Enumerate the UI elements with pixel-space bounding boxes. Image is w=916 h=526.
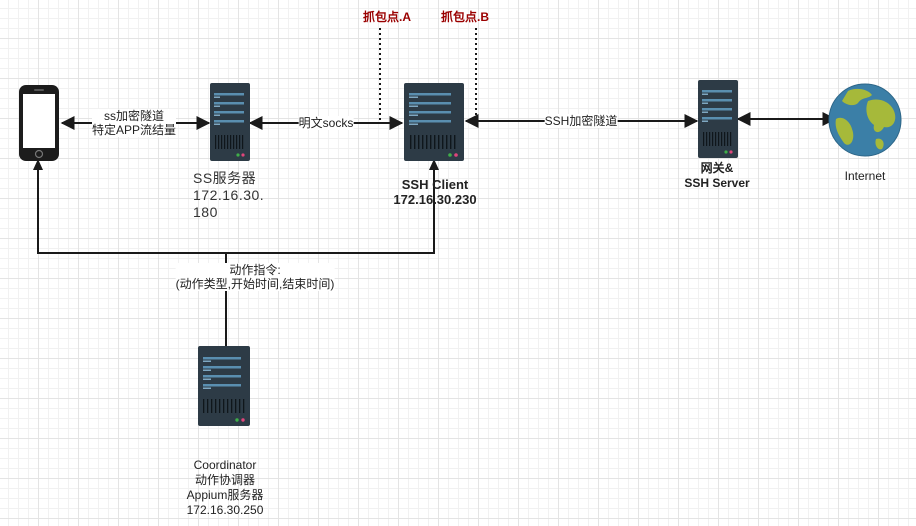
- arrowhead-to-sshclient: [429, 159, 439, 170]
- ssh-server-icon: [698, 80, 738, 163]
- ssh-server-label: 网关& SSH Server: [684, 161, 749, 191]
- smartphone-icon: [18, 84, 60, 167]
- arrowhead-to-phone: [33, 159, 43, 170]
- capture-point-b: 抓包点.B: [440, 10, 490, 24]
- edge-coordinator-branch: [37, 162, 435, 254]
- edge-label-ss-sshclient: 明文socks: [298, 116, 354, 130]
- ssh-server-line2: SSH Server: [684, 176, 750, 190]
- edge-label-sshclient-sshserver: SSH加密隧道: [544, 114, 618, 128]
- ss-server-ip-line1: 172.16.30.: [193, 187, 265, 203]
- coordinator-server-icon: [198, 346, 250, 431]
- edge-label-phone-ss: ss加密隧道 特定APP流结量: [91, 109, 177, 137]
- ssh-client-ip: 172.16.30.230: [393, 192, 477, 207]
- coordinator-line1: Coordinator: [193, 458, 257, 472]
- ssh-client-name: SSH Client: [401, 177, 469, 192]
- coordinator-line3: Appium服务器: [186, 488, 264, 502]
- ss-server-label: SS服务器 172.16.30. 180: [193, 170, 264, 221]
- internet-label: Internet: [844, 169, 886, 183]
- ssh-client-icon: [404, 83, 464, 166]
- ssh-client-label: SSH Client 172.16.30.230: [393, 177, 476, 207]
- ss-server-name: SS服务器: [193, 170, 257, 186]
- globe-icon: [828, 83, 902, 162]
- edge-label-cmd-line1: 动作指令:: [229, 263, 281, 277]
- edge-label-phone-ss-line2: 特定APP流结量: [91, 123, 177, 137]
- coordinator-line2: 动作协调器: [194, 473, 255, 487]
- ss-server-icon: [210, 83, 250, 166]
- edge-label-coordinator-cmd: 动作指令: (动作类型,开始时间,结束时间): [175, 263, 335, 291]
- capture-point-a: 抓包点.A: [362, 10, 412, 24]
- coordinator-line4: 172.16.30.250: [186, 503, 264, 517]
- edge-label-phone-ss-line1: ss加密隧道: [103, 109, 165, 123]
- ss-server-ip-line2: 180: [193, 204, 218, 220]
- coordinator-label: Coordinator 动作协调器 Appium服务器 172.16.30.25…: [187, 458, 264, 518]
- ssh-server-line1: 网关&: [700, 161, 734, 175]
- edge-label-cmd-line2: (动作类型,开始时间,结束时间): [175, 277, 335, 291]
